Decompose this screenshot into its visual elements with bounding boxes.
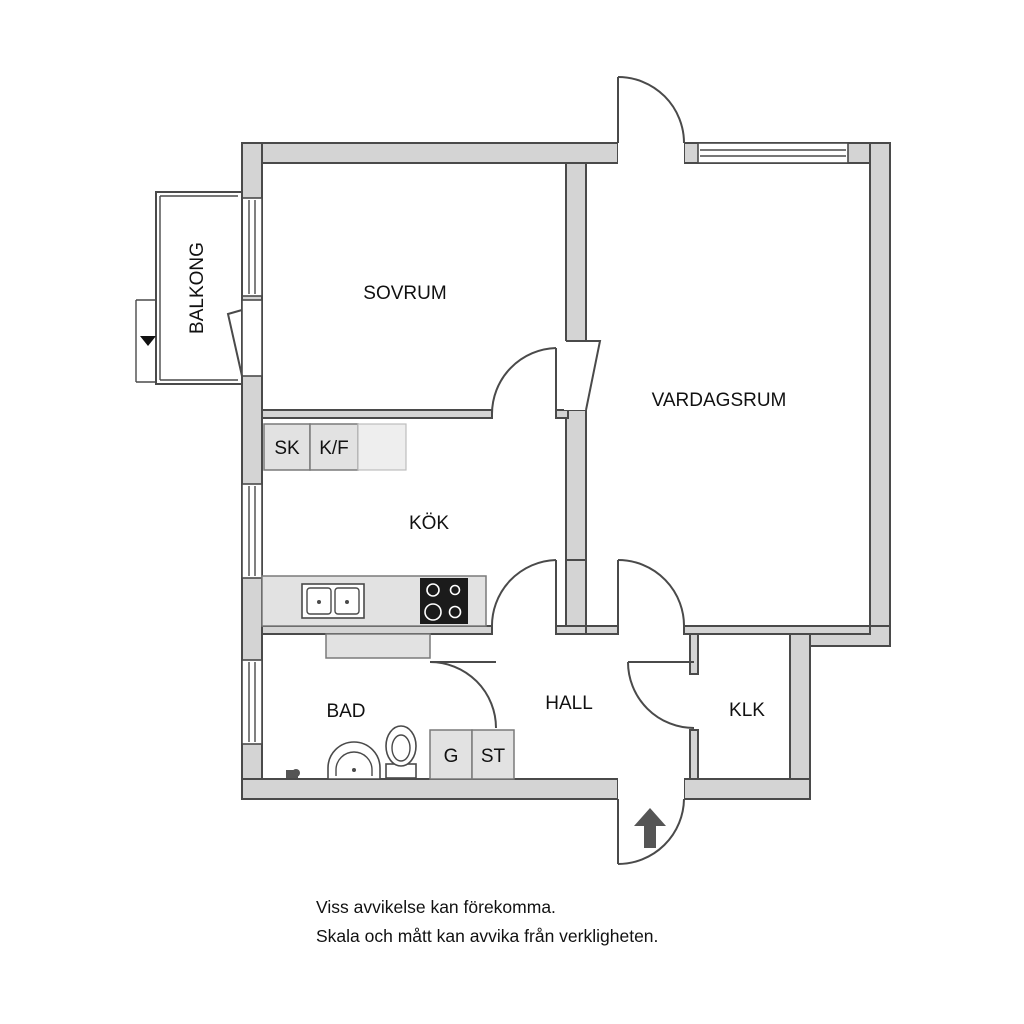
balcony bbox=[135, 191, 263, 385]
bad-door bbox=[325, 633, 497, 729]
sovrum-door bbox=[491, 347, 557, 415]
room-label-sovrum: SOVRUM bbox=[363, 283, 446, 304]
fixture-label-g: G bbox=[444, 746, 459, 767]
washbasin-icon bbox=[327, 741, 381, 780]
room-label-bad: BAD bbox=[326, 701, 365, 722]
room-label-kok: KÖK bbox=[409, 513, 449, 534]
room-label-hall: HALL bbox=[545, 693, 593, 714]
room-label-balkong: BALKONG bbox=[187, 242, 208, 334]
windows bbox=[241, 142, 849, 745]
fixture-label-sk: SK bbox=[274, 438, 300, 459]
balcony-arrow-icon bbox=[140, 336, 156, 346]
kitchen-fixtures bbox=[261, 423, 487, 627]
disclaimer-line-2: Skala och mått kan avvika från verklighe… bbox=[316, 926, 659, 946]
room-label-vardagsrum: VARDAGSRUM bbox=[652, 390, 787, 411]
entrance-arrow-icon bbox=[634, 808, 666, 848]
entrance-door bbox=[617, 777, 685, 865]
disclaimer-line-1: Viss avvikelse kan förekomma. bbox=[316, 897, 556, 917]
fixture-labels: SK K/F G ST bbox=[274, 438, 505, 767]
vardagsrum-lower-door bbox=[617, 559, 686, 629]
disclaimer: Viss avvikelse kan förekomma. Skala och … bbox=[316, 893, 658, 951]
bathroom-fixtures bbox=[286, 725, 515, 780]
fixture-label-st: ST bbox=[481, 746, 506, 767]
room-label-klk: KLK bbox=[729, 700, 765, 721]
kok-door bbox=[490, 559, 557, 630]
faucet-icon bbox=[286, 769, 300, 778]
stove-icon bbox=[420, 578, 468, 624]
sink-icon bbox=[301, 583, 365, 619]
klk-door bbox=[627, 661, 695, 729]
interior-walls bbox=[261, 162, 871, 780]
vardagsrum-door bbox=[564, 340, 602, 411]
fixture-label-kf: K/F bbox=[319, 438, 349, 459]
top-door bbox=[617, 76, 685, 165]
toilet-icon bbox=[385, 725, 417, 779]
room-labels: SOVRUM VARDAGSRUM KÖK BAD HALL KLK BALKO… bbox=[187, 242, 786, 722]
